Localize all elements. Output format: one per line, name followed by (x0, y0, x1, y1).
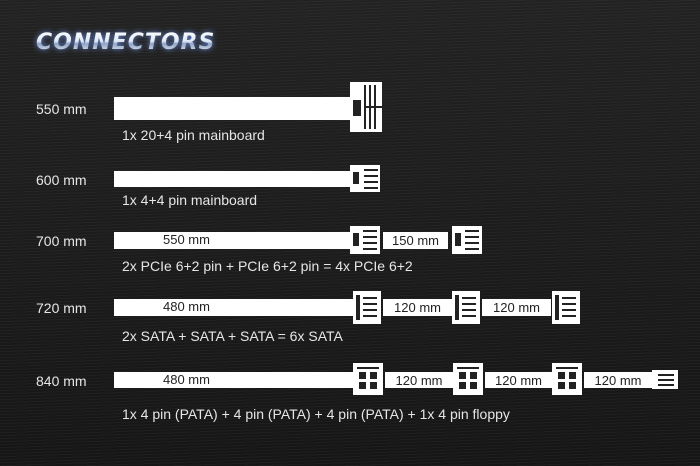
cable-segment: 120 mm (482, 299, 551, 316)
cable (114, 232, 351, 249)
cable-length: 550 mm (36, 101, 87, 117)
cable-segment-label: 480 mm (163, 372, 210, 387)
pcie-connector-icon (452, 226, 482, 254)
cpu-4plus4-connector-icon (350, 165, 380, 192)
connector-description: 2x PCIe 6+2 pin + PCIe 6+2 pin = 4x PCIe… (122, 258, 413, 274)
molex-connector-icon (353, 363, 383, 395)
cable (114, 97, 351, 120)
cable-segment: 120 mm (485, 372, 552, 388)
sata-connector-icon (552, 291, 580, 324)
cable (114, 372, 354, 388)
connector-description: 2x SATA + SATA + SATA = 6x SATA (122, 328, 343, 344)
atx-24pin-connector-icon (350, 82, 382, 132)
cable-length: 700 mm (36, 233, 87, 249)
connector-description: 1x 20+4 pin mainboard (122, 127, 265, 143)
cable-segment: 120 mm (584, 372, 652, 388)
sata-connector-icon (353, 291, 381, 324)
connector-description: 1x 4 pin (PATA) + 4 pin (PATA) + 4 pin (… (122, 406, 510, 422)
floppy-connector-icon (652, 370, 678, 389)
cable-length: 720 mm (36, 300, 87, 316)
cable-segment: 150 mm (383, 232, 448, 249)
page-title: CONNECTORS (36, 30, 216, 55)
cable-segment: 120 mm (385, 372, 453, 388)
pcie-connector-icon (350, 226, 380, 254)
molex-connector-icon (453, 363, 483, 395)
cable-segment-label: 550 mm (163, 232, 210, 247)
sata-connector-icon (452, 291, 480, 324)
cable-length: 600 mm (36, 172, 87, 188)
cable (114, 171, 351, 187)
connector-description: 1x 4+4 pin mainboard (122, 192, 258, 208)
cable-segment-label: 480 mm (163, 299, 210, 314)
cable-length: 840 mm (36, 373, 87, 389)
cable-segment: 120 mm (383, 299, 452, 316)
cable (114, 299, 354, 316)
molex-connector-icon (552, 363, 582, 395)
